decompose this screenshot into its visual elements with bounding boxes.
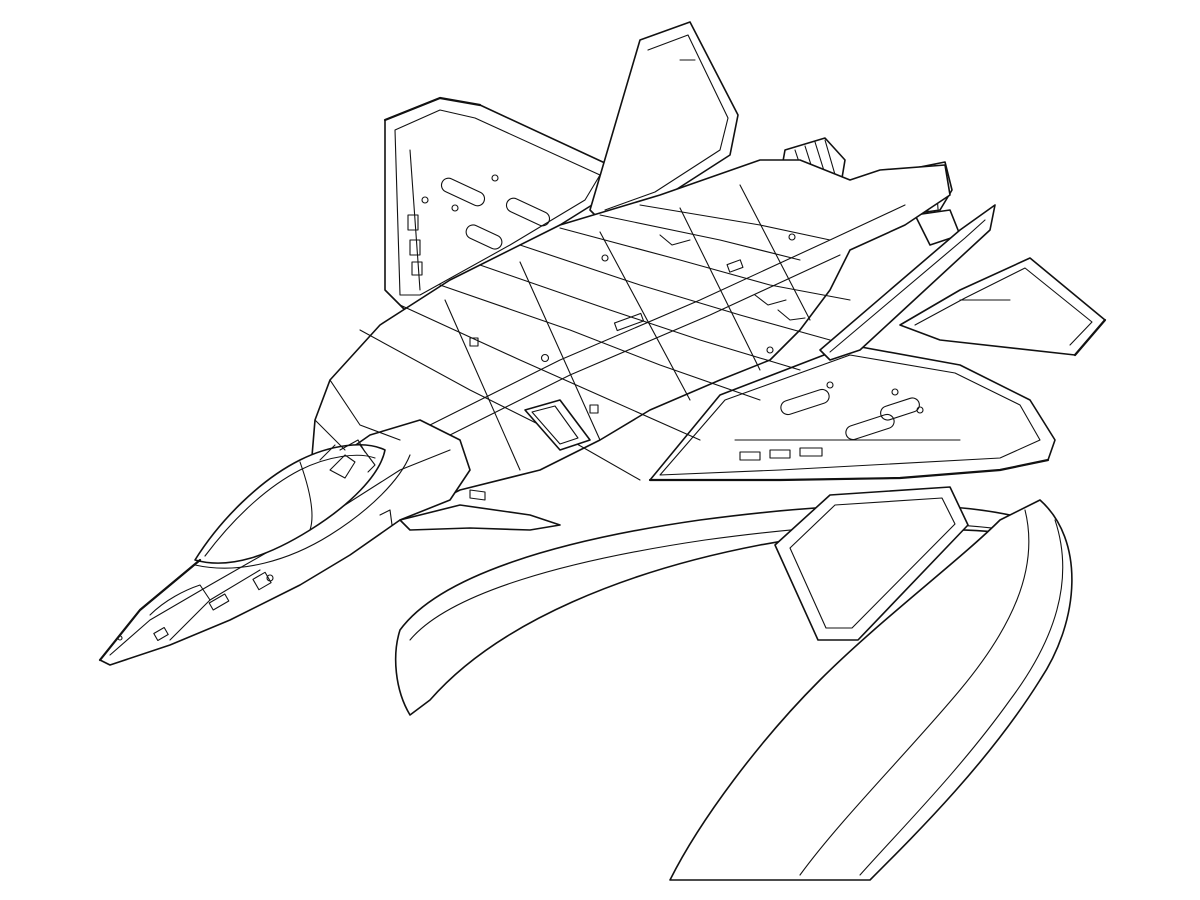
right-wing (649, 344, 1056, 481)
chine-and-lerx (314, 379, 561, 531)
outline-accents (98, 96, 1107, 662)
air-intake (524, 399, 591, 451)
left-tail-fin (589, 21, 739, 221)
stand-mount-bracket (774, 486, 969, 641)
right-tail-fin (819, 204, 996, 361)
cockpit-canopy (194, 439, 411, 569)
left-vertical-tail (589, 21, 739, 221)
stand-arch-right (669, 499, 1073, 881)
display-stand (394, 486, 1073, 881)
stand-arch-left (394, 504, 1051, 716)
lower-chine-strake (399, 504, 561, 531)
fuselage (309, 159, 951, 541)
right-vertical-tail (819, 204, 996, 361)
